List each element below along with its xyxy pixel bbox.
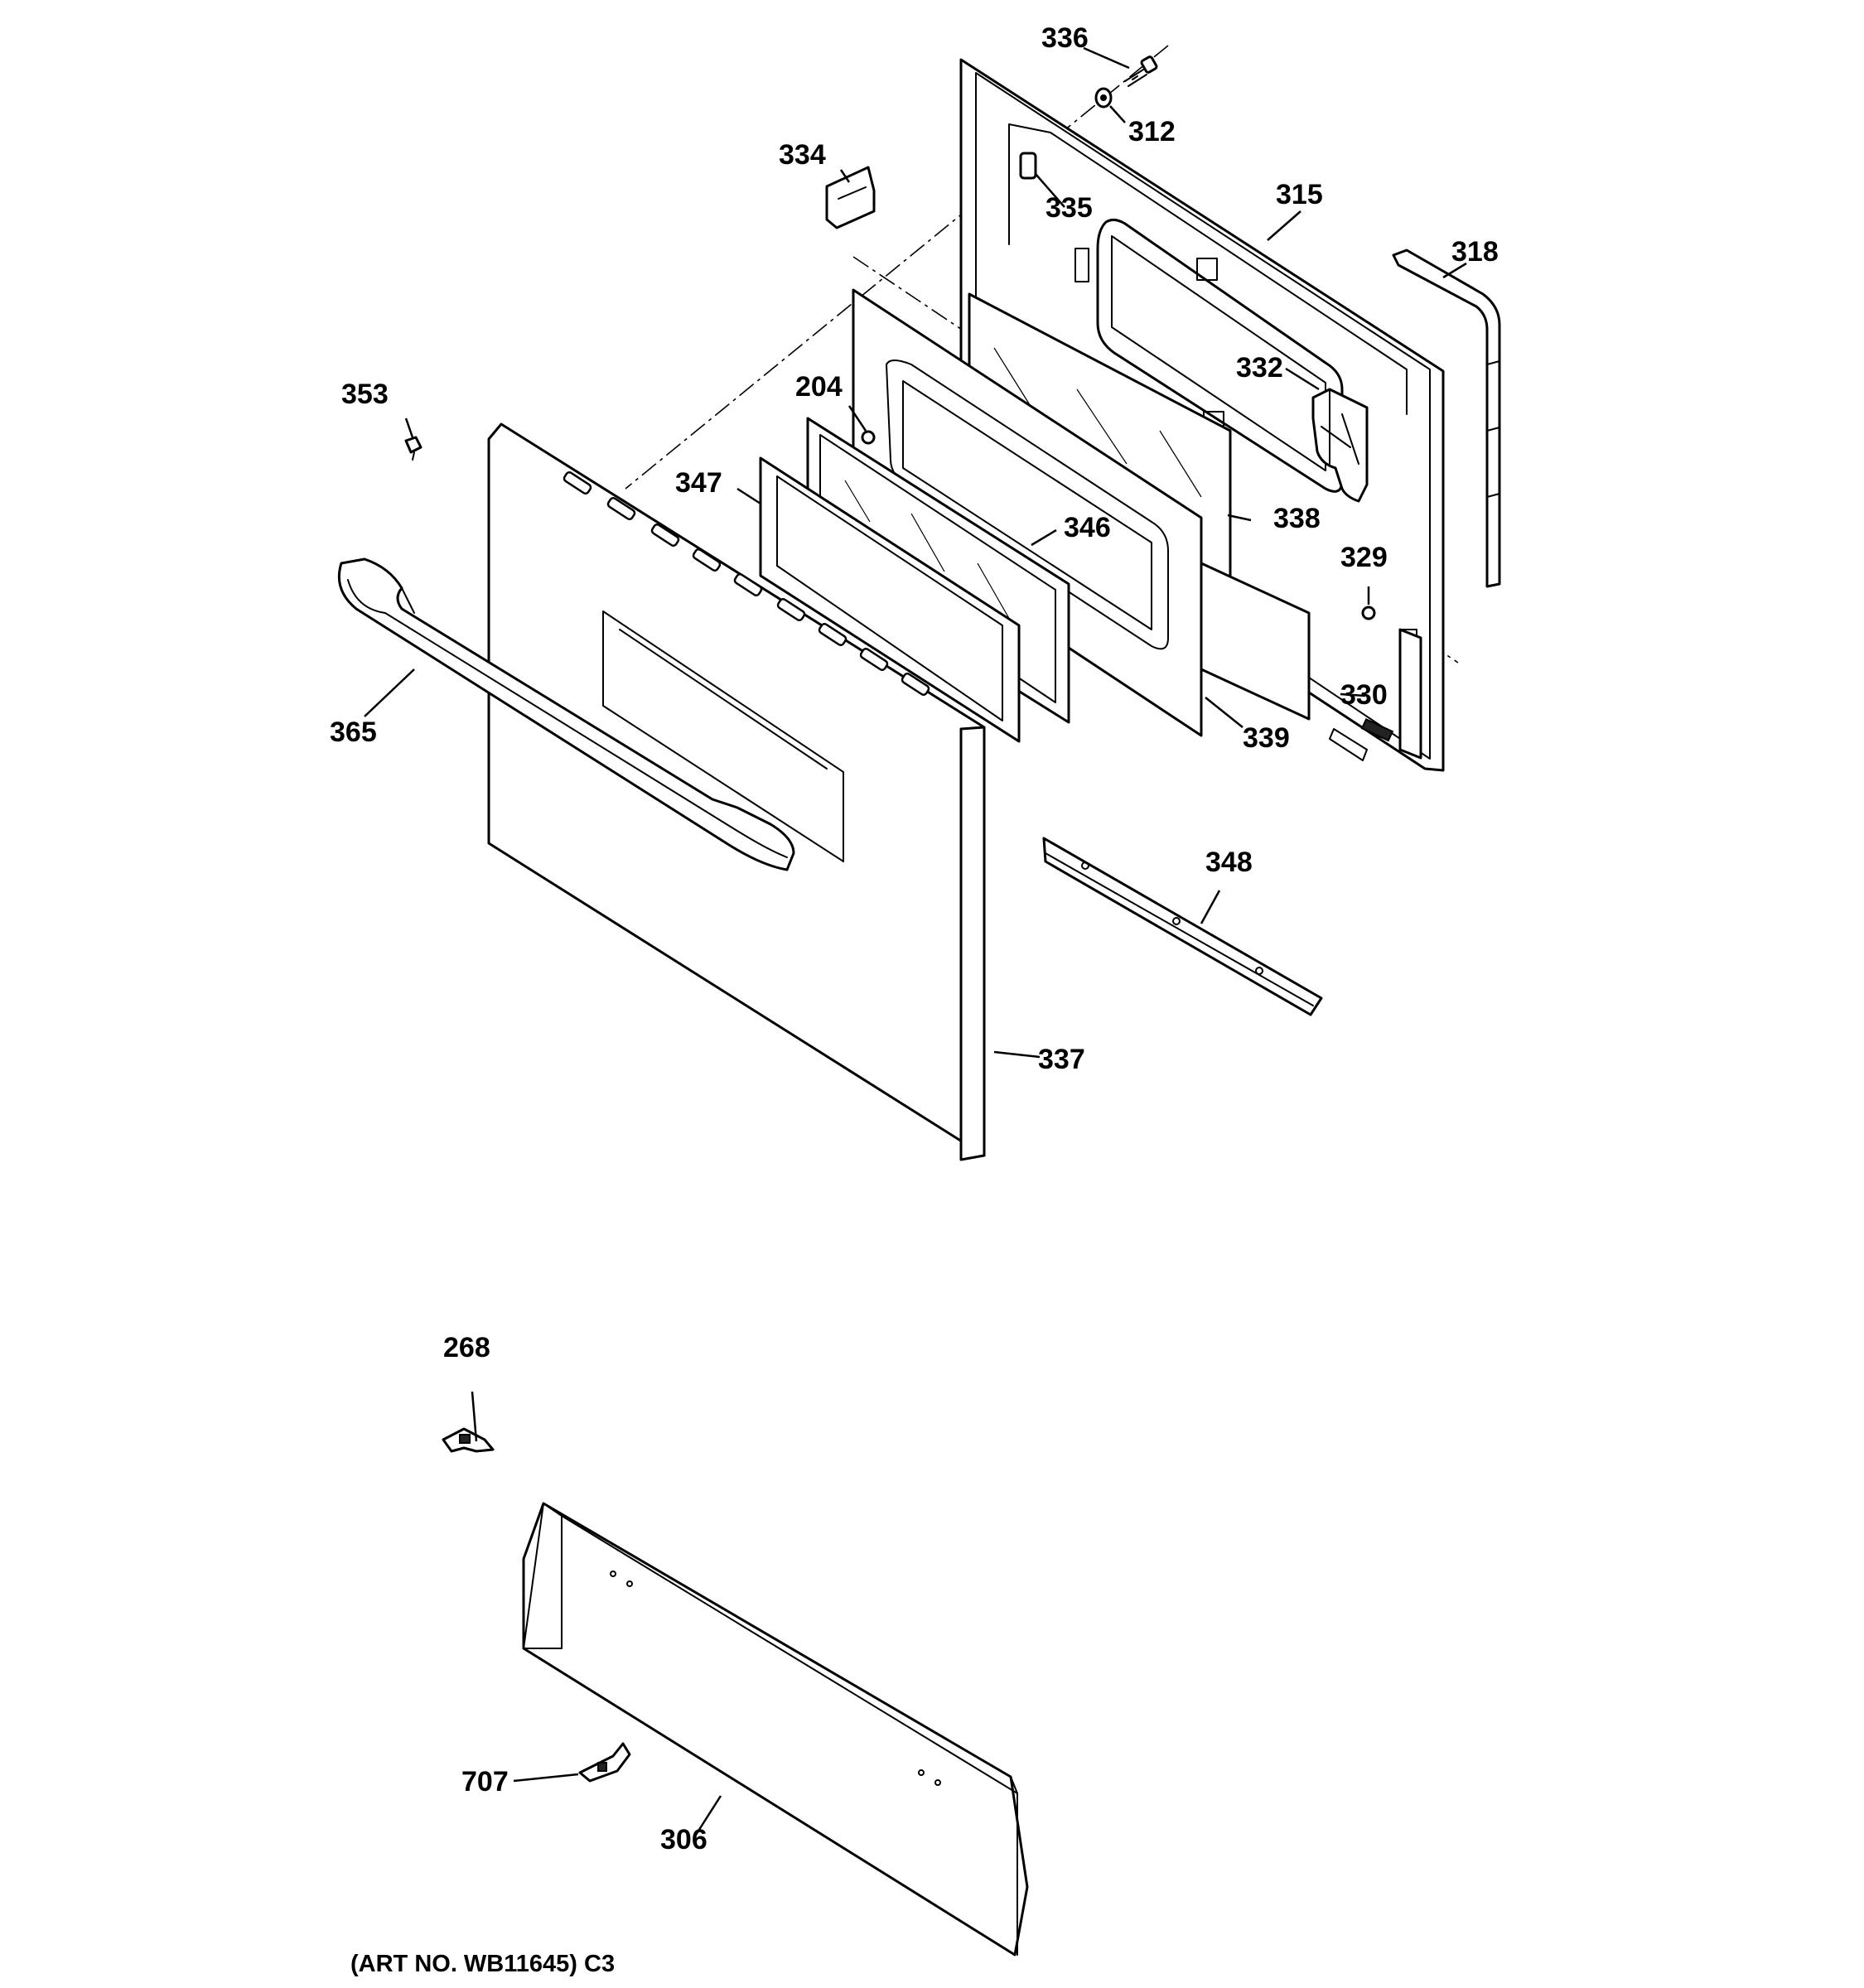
callout-329: 329: [1340, 542, 1388, 573]
door-handle-365: [337, 557, 795, 871]
hinge-bracket-334: [825, 166, 876, 229]
callout-348: 348: [1205, 847, 1253, 878]
bracket-268: [442, 1427, 495, 1453]
callout-338: 338: [1273, 503, 1321, 534]
washer-312: [1094, 87, 1113, 109]
callout-330: 330: [1340, 679, 1388, 711]
callout-332: 332: [1236, 352, 1283, 384]
callout-204: 204: [795, 371, 843, 403]
screw-204: [861, 430, 876, 445]
callout-346: 346: [1064, 512, 1111, 543]
callout-707: 707: [461, 1766, 509, 1797]
screw-353: [404, 436, 423, 461]
callout-353: 353: [341, 379, 389, 410]
drawer-front-306: [522, 1502, 1029, 1957]
insulation-332: [1311, 388, 1369, 503]
gasket-frame: [759, 456, 1021, 743]
outer-door-337: [487, 422, 986, 1161]
art-number: (ART NO. WB11645) C3: [350, 1951, 615, 1977]
vent-slots: [563, 470, 930, 697]
callout-315: 315: [1276, 179, 1323, 210]
callout-labels: 336 312 334 335 315 318 332 204 353 347 …: [330, 22, 1499, 1855]
callout-347: 347: [675, 467, 722, 499]
leader-lines: [364, 46, 1467, 1836]
callout-335: 335: [1045, 192, 1093, 224]
hinge-receiver-335: [1019, 152, 1037, 180]
screw-329: [1361, 606, 1376, 620]
callout-318: 318: [1451, 236, 1499, 268]
callout-337: 337: [1038, 1044, 1085, 1075]
side-trim-318: [1392, 248, 1501, 588]
callout-306: 306: [660, 1824, 707, 1855]
clip-707: [578, 1742, 631, 1783]
callout-339: 339: [1243, 722, 1290, 754]
callout-365: 365: [330, 717, 377, 748]
screw-336: [1124, 55, 1158, 87]
window-frame-346: [852, 288, 1203, 737]
callout-268: 268: [443, 1332, 490, 1363]
callout-312: 312: [1128, 116, 1176, 147]
callout-334: 334: [779, 139, 826, 171]
bottom-rail-348: [1042, 837, 1323, 1016]
hinge-330: [1360, 628, 1422, 760]
callout-336: 336: [1041, 22, 1089, 54]
